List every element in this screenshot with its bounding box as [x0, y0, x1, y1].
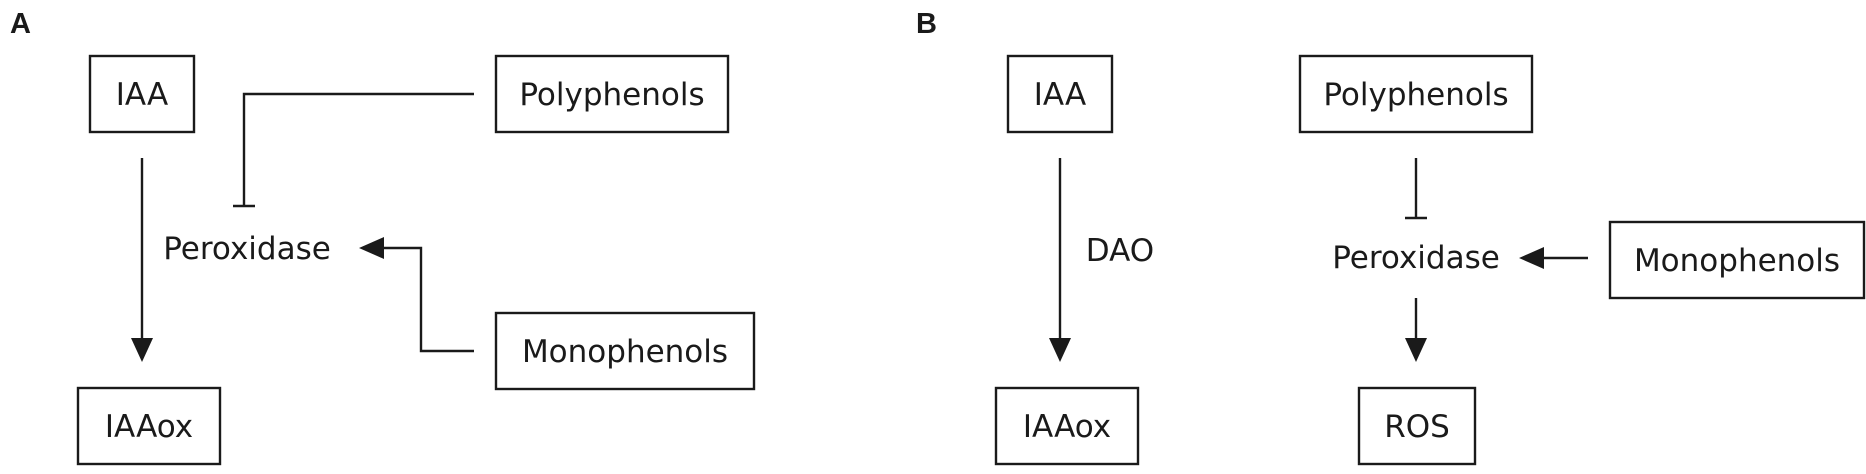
- panel-b-peroxidase-to-ros-arrow: [1405, 298, 1427, 362]
- panel-b-iaaox-box: [994, 386, 1140, 466]
- panel-b-iaa-to-iaaox-arrow: [1049, 158, 1071, 362]
- panel-b-monophenols-label: Monophenols: [1634, 243, 1840, 279]
- panel-a-iaa-box: [88, 54, 196, 134]
- panel-a-iaa-node: IAA: [88, 54, 196, 134]
- panel-a-iaaox-label: IAAox: [105, 409, 193, 445]
- panel-a-letter: A: [10, 8, 31, 40]
- panel-b-iaa-node: IAA: [1006, 54, 1114, 134]
- panel-a-iaa-to-iaaox-arrow: [131, 158, 153, 362]
- panel-b-letter: B: [916, 8, 937, 40]
- panel-b-peroxidase-label: Peroxidase: [1332, 240, 1500, 276]
- panel-a-iaa-label: IAA: [116, 77, 168, 113]
- panel-b-polyphenols-inhibits-peroxidase: [1405, 158, 1427, 220]
- panel-b-polyphenols-box: [1298, 54, 1534, 134]
- panel-a-monophenols-node: Monophenols: [494, 311, 756, 391]
- panel-b: B IAA Polyphenols DAO Peroxidase Monophe…: [916, 8, 1866, 466]
- panel-b-polyphenols-node: Polyphenols: [1298, 54, 1534, 134]
- panel-b-monophenols-node: Monophenols: [1608, 220, 1866, 300]
- panel-a-polyphenols-box: [494, 54, 730, 134]
- panel-b-ros-node: ROS: [1357, 386, 1477, 466]
- panel-b-polyphenols-label: Polyphenols: [1323, 77, 1508, 113]
- panel-a-monophenols-box: [494, 311, 756, 391]
- panel-a-polyphenols-node: Polyphenols: [494, 54, 730, 134]
- panel-a-peroxidase-label: Peroxidase: [163, 231, 331, 267]
- panel-a-iaaox-box: [76, 386, 222, 466]
- panel-b-iaaox-label: IAAox: [1023, 409, 1111, 445]
- panel-b-ros-box: [1357, 386, 1477, 466]
- panel-b-iaaox-node: IAAox: [994, 386, 1140, 466]
- panel-b-iaa-label: IAA: [1034, 77, 1086, 113]
- panel-a-polyphenols-label: Polyphenols: [519, 77, 704, 113]
- panel-b-ros-label: ROS: [1384, 409, 1450, 445]
- panel-b-monophenols-to-peroxidase-arrow: [1519, 247, 1588, 269]
- panel-a: A IAA Polyphenols Peroxidase Monophenols…: [10, 8, 756, 466]
- panel-a-polyphenols-inhibits-peroxidase: [233, 92, 474, 208]
- panel-b-iaa-box: [1006, 54, 1114, 134]
- panel-b-monophenols-box: [1608, 220, 1866, 300]
- panel-a-iaaox-node: IAAox: [76, 386, 222, 466]
- panel-b-dao-label: DAO: [1086, 233, 1154, 269]
- panel-a-monophenols-to-peroxidase-arrow: [359, 237, 474, 353]
- panel-a-monophenols-label: Monophenols: [522, 334, 728, 370]
